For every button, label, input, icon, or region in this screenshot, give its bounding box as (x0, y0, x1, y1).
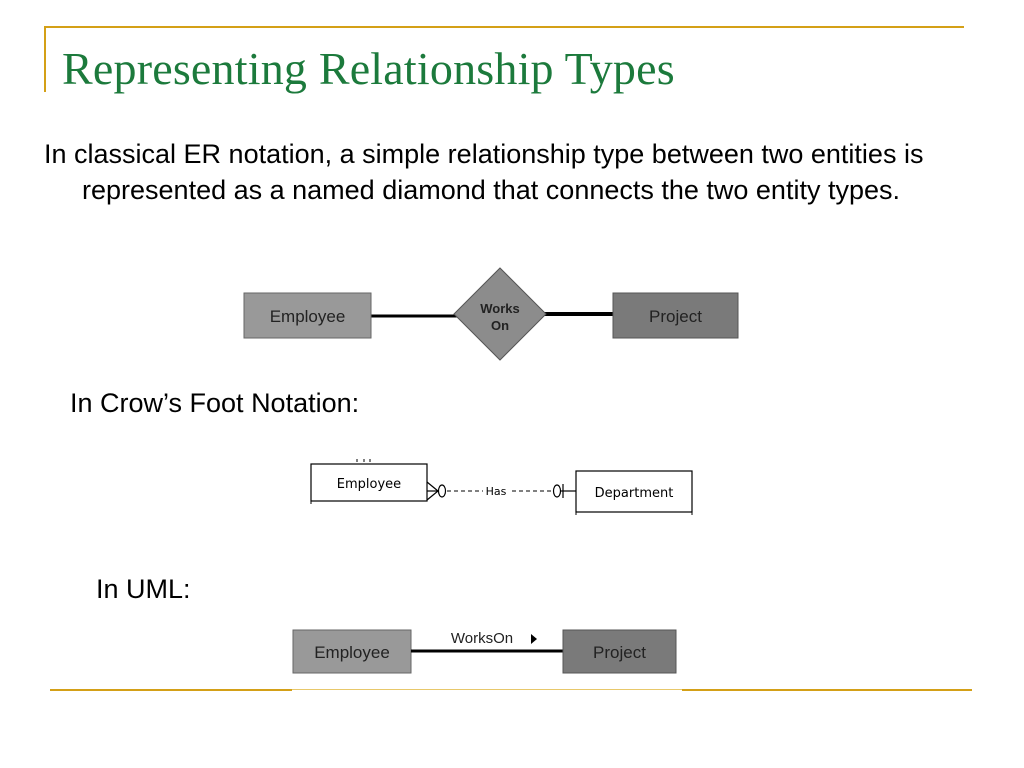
classical-project-entity (612, 292, 739, 339)
frame-left-rule (44, 26, 46, 92)
crows-foot-many-symbol (426, 481, 447, 501)
crows-department-label: Department (595, 486, 674, 501)
frame-bottom-rule-right (682, 689, 972, 691)
classical-employee-entity (243, 292, 372, 339)
uml-association-label: WorksOn (451, 630, 513, 647)
frame-top-rule (44, 26, 964, 28)
uml-employee-label: Employee (314, 643, 390, 662)
classical-project-label: Project (649, 307, 702, 326)
classical-er-diagram: Employee Works On Project (243, 267, 739, 361)
uml-direction-arrow-icon (531, 634, 537, 644)
frame-bottom-rule-middle (292, 689, 682, 690)
uml-project-class (562, 629, 677, 674)
uml-project-label: Project (593, 643, 646, 662)
crows-relationship-label: Has (486, 485, 507, 498)
crows-foot-heading: In Crow’s Foot Notation: (70, 388, 360, 418)
frame-bottom-rule-left (50, 689, 292, 691)
classical-employee-label: Employee (270, 307, 346, 326)
crows-foot-diagram: Employee Has Department (310, 459, 693, 515)
crows-foot-one-symbol (552, 484, 576, 498)
uml-employee-class (292, 629, 412, 674)
works-on-relationship-diamond (453, 267, 547, 361)
crows-employee-label: Employee (337, 477, 401, 492)
uml-diagram: Employee WorksOn Project (292, 629, 677, 674)
uml-heading: In UML: (96, 574, 191, 604)
diamond-label-line-2: On (491, 318, 509, 333)
slide-title: Representing Relationship Types (62, 43, 675, 94)
intro-paragraph: In classical ER notation, a simple relat… (44, 139, 924, 205)
crows-department-entity (575, 470, 693, 513)
diamond-label-line-1: Works (480, 301, 520, 316)
